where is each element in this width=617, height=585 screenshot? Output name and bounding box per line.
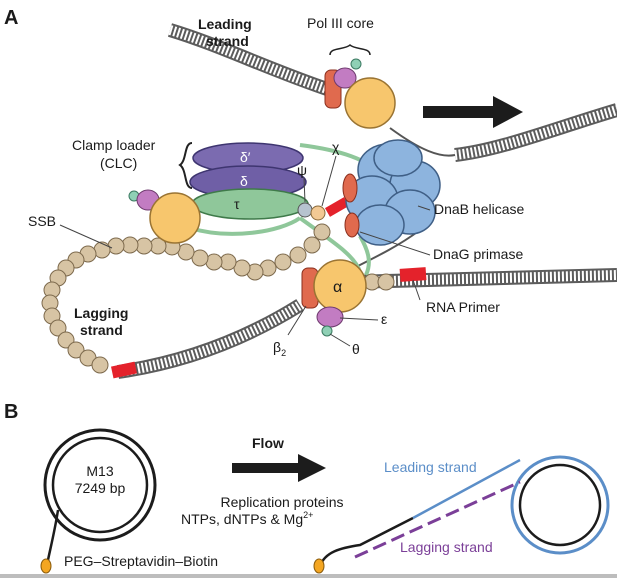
leading-strand-label-1: Leading xyxy=(198,16,252,32)
ssb-bead xyxy=(205,253,223,271)
ssb-bead xyxy=(303,236,321,254)
dnag-label: DnaG primase xyxy=(433,246,523,262)
ssb-bead xyxy=(377,273,395,291)
panel-a: A xyxy=(4,7,617,379)
delta-label: δ xyxy=(240,173,248,189)
ssb-bead xyxy=(91,356,109,374)
rna-primer-bottom xyxy=(111,361,137,379)
biotin-bead-right xyxy=(313,558,325,574)
biotin-bead-left xyxy=(40,558,52,574)
panel-a-letter: A xyxy=(4,7,18,29)
anchor-label: PEG–Streptavidin–Biotin xyxy=(64,553,218,569)
leader-lines xyxy=(59,205,431,347)
lagging-pol3-core xyxy=(301,259,367,337)
pol3-core-label: Pol III core xyxy=(307,15,374,31)
delta-prime-label: δ′ xyxy=(240,149,251,165)
theta-label: θ xyxy=(352,341,360,357)
ssb-bead xyxy=(67,341,85,359)
panel-b: B M13 7249 bp Flow Replication proteins … xyxy=(0,401,617,578)
parental-duplex xyxy=(389,103,617,162)
psi-label: ψ xyxy=(297,162,307,178)
fork-direction-arrow xyxy=(423,96,523,128)
dnag-primase xyxy=(342,173,360,238)
m13-template xyxy=(43,428,157,561)
clamp-loader-label-2: (CLC) xyxy=(100,155,137,171)
leading-strand-b-label: Leading strand xyxy=(384,459,477,475)
ssb-bead xyxy=(274,253,292,271)
ssb-label: SSB xyxy=(28,213,56,229)
chi-label: χ xyxy=(332,139,340,155)
dnab-label: DnaB helicase xyxy=(434,201,524,217)
rna-primer-label: RNA Primer xyxy=(426,299,500,315)
leading-pol3-core xyxy=(324,58,396,129)
reagents-line-1: Replication proteins xyxy=(221,494,344,510)
ssb-bead xyxy=(107,237,125,255)
alpha-label: α xyxy=(333,279,342,296)
panel-b-letter: B xyxy=(4,401,18,423)
flow-label: Flow xyxy=(252,435,284,451)
pol3-core-brace xyxy=(329,43,371,56)
lagging-strand-label-2: strand xyxy=(80,322,123,338)
epsilon-label: ε xyxy=(381,311,387,327)
lagging-strand-dna xyxy=(116,229,617,379)
ssb-bead-chain xyxy=(41,223,395,374)
ssb-bead xyxy=(49,319,67,337)
clc-pol3-core xyxy=(128,189,201,244)
tau-label: τ xyxy=(234,196,240,212)
clamp-loader-brace xyxy=(178,142,193,189)
flow-arrow xyxy=(232,454,326,482)
leading-strand-dna xyxy=(167,23,333,97)
ssb-bead xyxy=(313,223,331,241)
lagging-strand-b-label: Lagging strand xyxy=(400,539,493,555)
clamp-loader-label-1: Clamp loader xyxy=(72,137,156,153)
glass-surface xyxy=(0,574,617,578)
dnab-helicase xyxy=(345,139,441,246)
replication-product xyxy=(318,455,610,567)
leading-strand-label-2: strand xyxy=(206,33,249,49)
ssb-bead xyxy=(289,246,307,264)
ssb-bead xyxy=(93,241,111,259)
beta2-label: β2 xyxy=(273,339,286,358)
clamp-loader-complex xyxy=(189,142,337,221)
rna-primer-right xyxy=(399,267,427,282)
m13-label-1: M13 xyxy=(86,463,113,479)
lagging-strand-label-1: Lagging xyxy=(74,305,128,321)
reagents-line-2: NTPs, dNTPs & Mg2+ xyxy=(181,510,313,527)
m13-label-2: 7249 bp xyxy=(75,480,126,496)
rna-primer-primase xyxy=(324,197,350,217)
